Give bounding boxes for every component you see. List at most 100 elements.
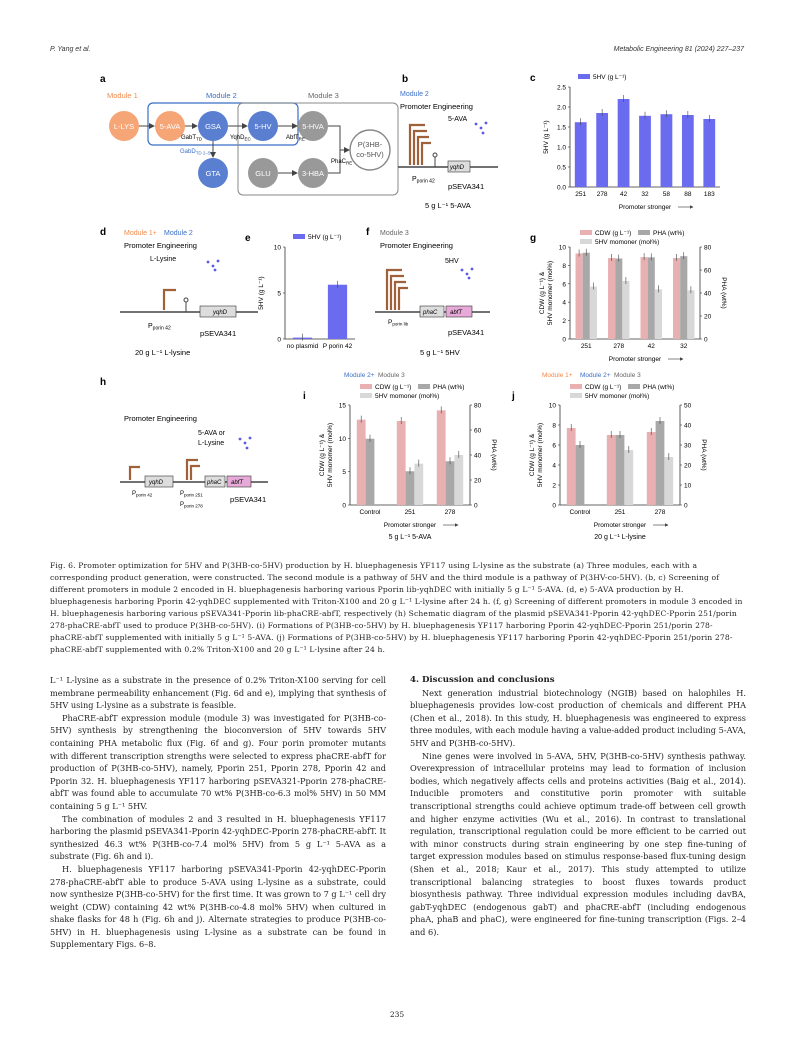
bar-c-0-4	[660, 114, 673, 187]
node-ava	[155, 111, 185, 141]
bar-j-0-1	[606, 435, 616, 505]
figure-6: a Module 1 Module 2 Module 3 L-LYS 5-AVA…	[100, 73, 727, 541]
y2-label-g: PHA (wt%)	[720, 277, 727, 308]
promoter-arrow-h1	[128, 465, 140, 480]
y2-label-i: PHA (wt%)	[490, 439, 497, 470]
gene-yqhd-h-label: yqhD	[148, 480, 164, 486]
bar-g-2-3	[687, 290, 695, 339]
x-label-j: Promoter stronger	[594, 522, 647, 529]
bar-i-2-1	[414, 463, 424, 505]
legend-label-g-2: 5HV momoner (mol%)	[595, 239, 659, 246]
y-label-c: 5HV (g L⁻¹)	[543, 120, 550, 153]
node-polymer-label-1: P(3HB-	[358, 140, 383, 149]
xtick-i: Control	[360, 509, 382, 516]
bar-g-1-1	[615, 258, 623, 339]
legend-swatch-g-0	[580, 230, 592, 235]
gene-phac-h	[204, 475, 226, 488]
bar-g-1-2	[647, 257, 655, 339]
ytick-c: 0.0	[557, 185, 566, 192]
module-1-label: Module 1	[107, 91, 138, 100]
y2tick-j: 40	[684, 423, 692, 430]
bar-i-1-1	[405, 471, 415, 505]
node-polymer-label-2: co-5HV)	[356, 150, 384, 159]
node-gsa	[198, 111, 228, 141]
promoter-arrow-h3	[189, 464, 200, 480]
legend-label-g-1: PHA (wt%)	[653, 230, 684, 237]
bar-j-2-1	[624, 450, 634, 505]
ytick-g: 0	[562, 337, 566, 344]
running-header-journal: Metabolic Engineering 81 (2024) 227–237	[613, 46, 744, 53]
right-column: 4. Discussion and conclusions Next gener…	[410, 674, 746, 938]
panel-label-i: i	[303, 391, 306, 402]
y2tick-j: 10	[684, 483, 692, 490]
legend-swatch-e-0	[293, 234, 305, 239]
y-label-2-j: 5HV monomer (mol%)	[537, 423, 544, 487]
ytick-i: 0	[342, 503, 346, 510]
enzyme-yqhd: YqhDEC	[230, 135, 251, 142]
bar-i-1-2	[445, 461, 455, 505]
y2tick-i: 80	[474, 403, 482, 410]
legend-module3-i: Module 3	[378, 372, 405, 379]
bar-j-0-2	[646, 432, 656, 505]
ytick-c: 2.0	[557, 105, 566, 112]
bar-g-2-1	[622, 281, 630, 339]
panel-label-b: b	[402, 74, 408, 85]
y2tick-j: 30	[684, 443, 692, 450]
left-column: L⁻¹ L-lysine as a substrate in the prese…	[50, 674, 386, 951]
legend-label-i-2: 5HV momoner (mol%)	[375, 393, 439, 400]
ytick-c: 1.0	[557, 145, 566, 152]
running-header-authors: P. Yang et al.	[50, 46, 91, 53]
x-label-c: Promoter stronger	[619, 204, 672, 211]
xtick-i: 251	[405, 509, 416, 516]
promoter-arrow-d	[162, 288, 176, 310]
ytick-g: 10	[559, 245, 567, 252]
node-hv	[248, 111, 278, 141]
gene-abft-f	[445, 305, 473, 318]
bar-i-2-2	[454, 455, 464, 505]
module-2-label: Module 2	[206, 91, 237, 100]
gene-yqhd-h	[144, 475, 174, 488]
panel-f-condition: 5 g L⁻¹ 5HV	[420, 348, 460, 357]
left-para-2: PhaCRE-abfT expression module (module 3)…	[50, 712, 386, 811]
ytick-i: 10	[339, 436, 347, 443]
right-para-1: Next generation industrial biotechnology…	[410, 687, 746, 748]
bar-j-2-2	[664, 457, 674, 505]
legend-label-c-0: 5HV (g L⁻¹)	[593, 74, 626, 81]
y2tick-j: 0	[684, 503, 688, 510]
bar-g-0-3	[673, 258, 681, 339]
bar-c-0-0	[574, 122, 587, 187]
xtick-c: 251	[575, 191, 586, 198]
legend-label-j-2: 5HV momoner (mol%)	[585, 393, 649, 400]
module-2-box	[147, 102, 299, 146]
xtick-j: Control	[570, 509, 592, 516]
enzyme-gabt: GabTTD	[181, 135, 203, 142]
legend-label-i-1: PHA (wt%)	[433, 384, 464, 391]
gene-abft-h	[226, 475, 252, 488]
ytick-e: 10	[274, 245, 282, 252]
y-label-j: CDW (g L⁻¹) &	[529, 433, 536, 476]
left-para-1: L⁻¹ L-lysine as a substrate in the prese…	[50, 675, 386, 711]
node-lys-label: L-LYS	[114, 122, 134, 131]
ytick-g: 2	[562, 318, 566, 325]
bar-j-0-0	[566, 428, 576, 505]
gene-phac-f-label: phaC	[422, 310, 438, 316]
enzyme-phac: PhaCRE	[331, 159, 352, 166]
bar-j-1-2	[655, 421, 665, 505]
xtick-j: 278	[655, 509, 666, 516]
y-label-g: CDW (g L⁻¹) &	[539, 271, 546, 314]
gene-phac-f	[419, 305, 445, 318]
bar-g-1-0	[582, 252, 590, 339]
legend-swatch-i-2	[360, 393, 372, 398]
xtick-g: 42	[648, 343, 656, 350]
node-glu	[248, 158, 278, 188]
y-label-e: 5HV (g L⁻¹)	[258, 276, 265, 309]
ytick-g: 4	[562, 300, 566, 307]
node-gsa-label: GSA	[205, 122, 221, 131]
condition-i: 5 g L⁻¹ 5-AVA	[389, 534, 432, 541]
panel-h-plasmid: pSEVA341	[230, 495, 266, 504]
y2-label-j: PHA (wt%)	[700, 439, 707, 470]
